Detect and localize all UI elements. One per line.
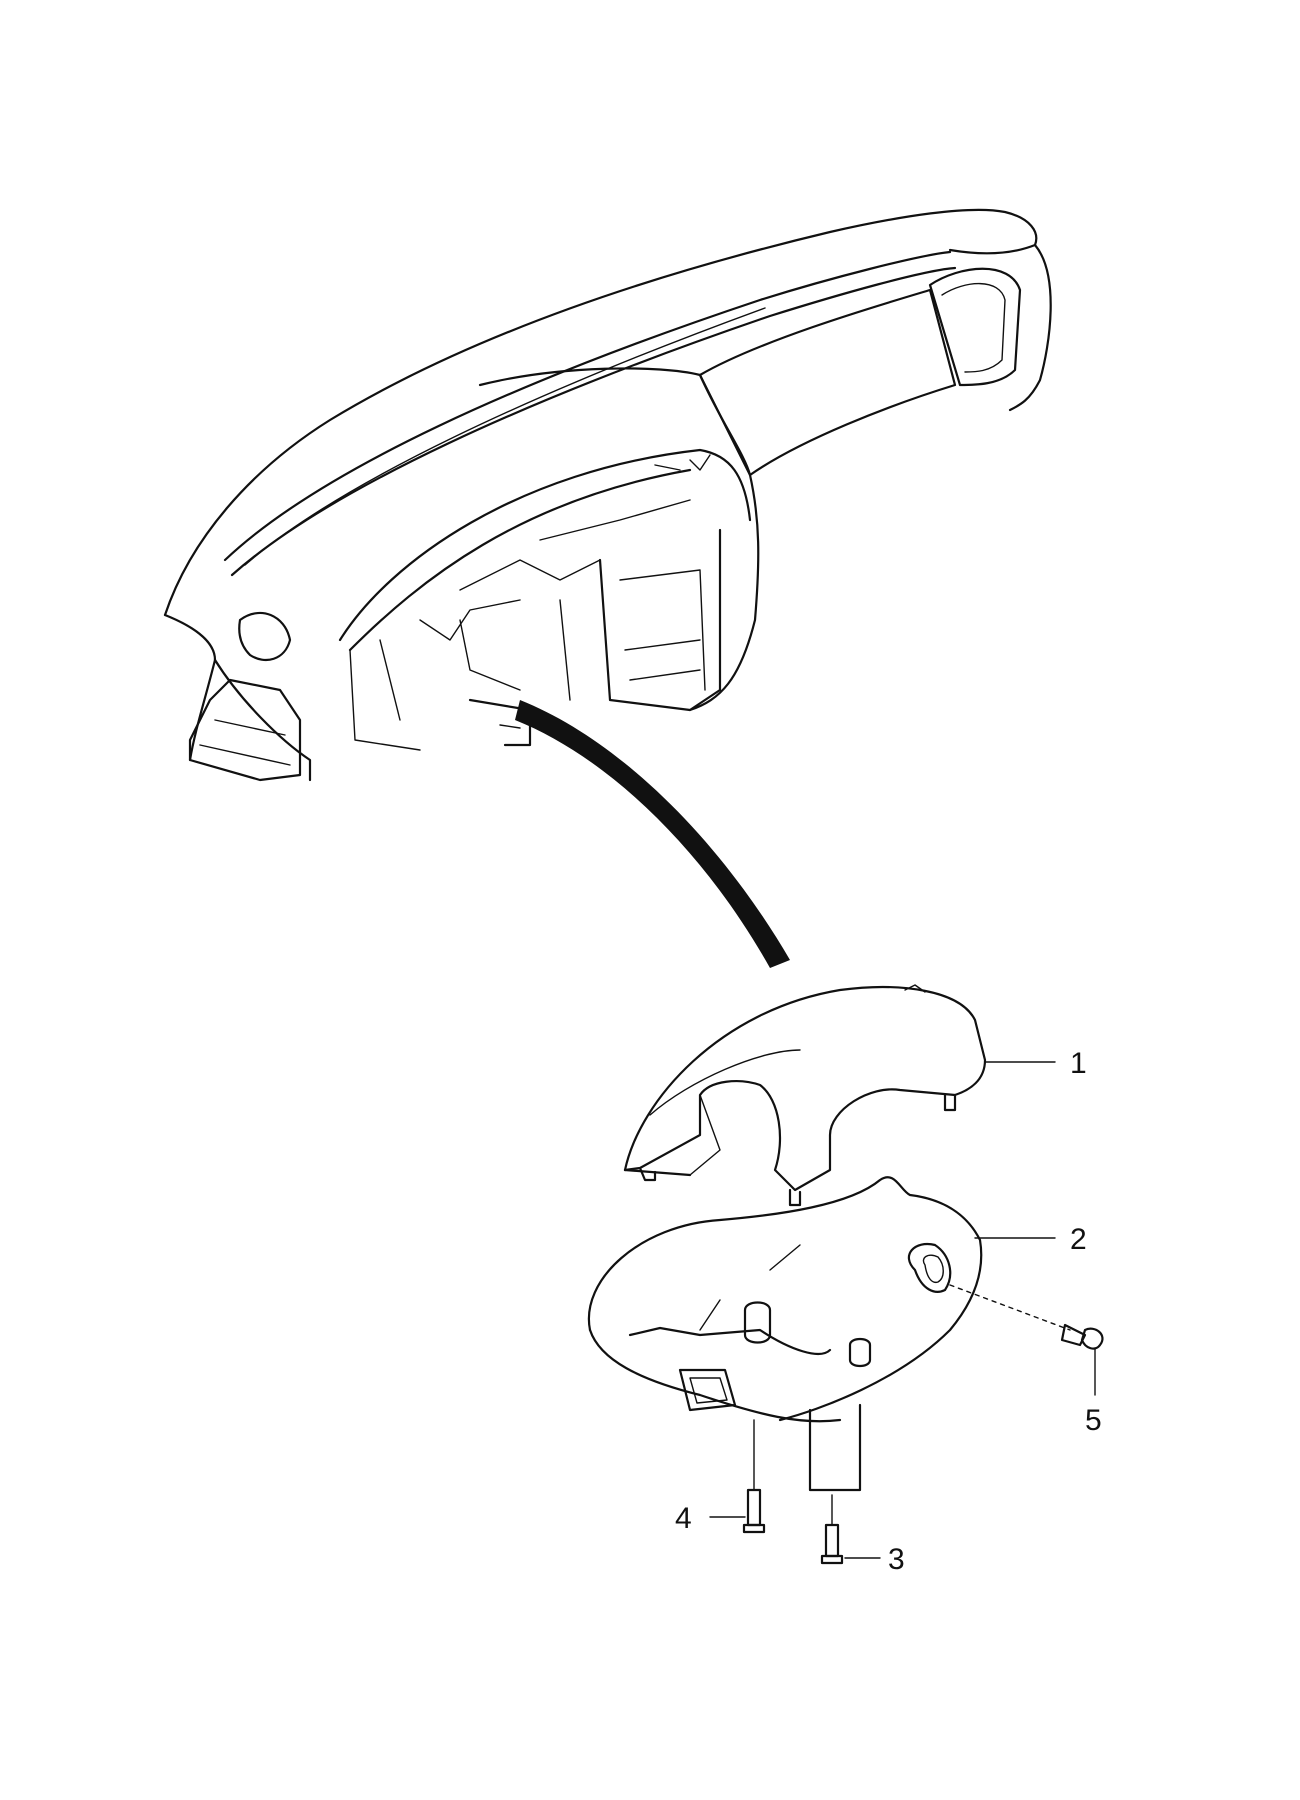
screw-5 — [949, 1284, 1104, 1350]
callout-label-5: 5 — [1085, 1404, 1102, 1437]
upper-column-cover — [623, 984, 987, 1207]
callout-1: 1 — [984, 1047, 1087, 1080]
callout-label-1: 1 — [1070, 1047, 1087, 1080]
callout-4: 4 — [675, 1502, 746, 1535]
dashboard-assembly — [163, 208, 1052, 782]
callout-3: 3 — [844, 1543, 905, 1576]
callout-label-4: 4 — [675, 1502, 692, 1535]
lower-column-cover — [587, 1176, 983, 1492]
pointer-arrow — [515, 700, 790, 968]
callout-label-2: 2 — [1070, 1223, 1087, 1256]
callout-label-3: 3 — [888, 1543, 905, 1576]
callout-5: 5 — [1085, 1347, 1102, 1437]
callout-2: 2 — [974, 1223, 1087, 1256]
screw-3 — [820, 1494, 844, 1565]
screw-4 — [742, 1419, 766, 1534]
